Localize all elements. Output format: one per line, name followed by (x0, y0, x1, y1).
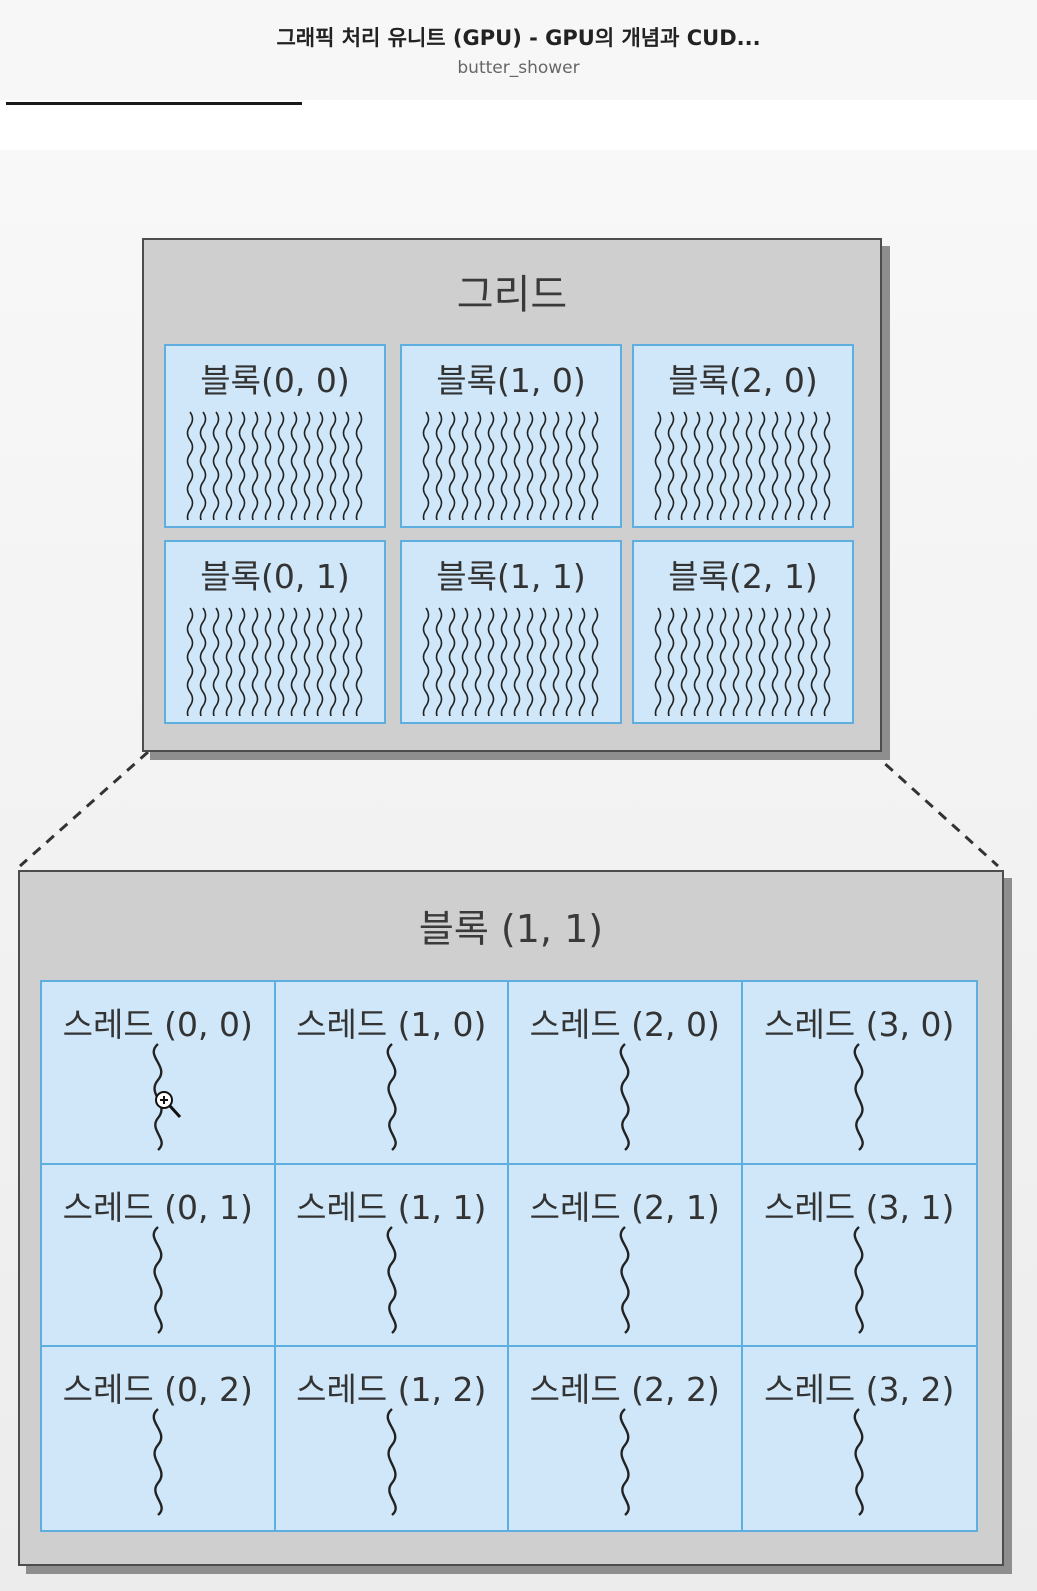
grid-block-cell: 블록(2, 1) (632, 540, 854, 724)
thread-cell: 스레드 (2, 0) (509, 982, 743, 1165)
grid-block-cell: 블록(1, 1) (400, 540, 622, 724)
thread-label: 스레드 (3, 1) (764, 1187, 955, 1227)
thread-label: 스레드 (1, 1) (296, 1187, 487, 1227)
thread-bundle-icon (186, 607, 363, 716)
wavy-thread-icon (853, 1408, 864, 1517)
thread-bundle-icon (422, 411, 599, 520)
thread-cell: 스레드 (3, 2) (743, 1347, 977, 1530)
grid-panel: 그리드 블록(0, 0) 블록(1, 0) 블록(2, 0) 블록(0, 1) 블록(1… (142, 238, 882, 752)
thread-cell: 스레드 (2, 1) (509, 1164, 743, 1348)
thread-bundle-icon (654, 607, 831, 716)
thread-label: 스레드 (2, 2) (529, 1370, 720, 1410)
thread-label: 스레드 (2, 1) (529, 1187, 720, 1227)
thread-label: 스레드 (3, 0) (764, 1005, 955, 1044)
thread-cell: 스레드 (2, 2) (509, 1347, 743, 1530)
block-label: 블록(0, 0) (200, 361, 350, 400)
grid-block-cell: 블록(0, 1) (164, 540, 386, 724)
grid-block-cell: 블록(1, 0) (400, 344, 622, 528)
wavy-thread-icon (152, 1408, 163, 1517)
thread-cell: 스레드 (3, 1) (742, 1165, 976, 1348)
block-label: 블록(0, 1) (200, 557, 350, 596)
thread-bundle-icon (186, 411, 363, 520)
page-header: 그래픽 처리 유니트 (GPU) - GPU의 개념과 CUD... butte… (0, 0, 1037, 100)
page-title: 그래픽 처리 유니트 (GPU) - GPU의 개념과 CUD... (276, 26, 761, 50)
block-title: 블록 (1, 1) (418, 907, 604, 951)
thread-bundle-icon (422, 607, 599, 716)
thread-label: 스레드 (1, 2) (296, 1370, 487, 1410)
grid-block-cell: 블록(2, 0) (632, 344, 854, 528)
thread-grid: 스레드 (0, 0) 스레드 (1, 0) 스레드 (2, 0) 스레드 (3, 0)… (40, 980, 978, 1532)
thread-cell: 스레드 (1, 0) (275, 982, 509, 1165)
thread-cell: 스레드 (0, 0) (42, 982, 276, 1165)
thread-label: 스레드 (0, 1) (62, 1187, 253, 1227)
wavy-thread-icon (619, 1225, 630, 1334)
thread-cell: 스레드 (3, 0) (742, 982, 976, 1165)
wavy-thread-icon (853, 1043, 864, 1151)
block-label: 블록(1, 1) (436, 557, 586, 596)
grid-title: 그리드 (456, 272, 568, 318)
block-label: 블록(2, 1) (668, 557, 818, 596)
thread-cell: 스레드 (0, 2) (42, 1347, 276, 1530)
grid-block-cell: 블록(0, 0) (164, 344, 386, 528)
wavy-thread-icon (386, 1225, 397, 1334)
block-label: 블록(2, 0) (668, 361, 818, 400)
wavy-thread-icon (386, 1408, 397, 1517)
zoom-in-cursor-icon (155, 1091, 182, 1119)
wavy-thread-icon (853, 1225, 864, 1334)
thread-cell: 스레드 (1, 1) (275, 1164, 509, 1348)
block-label: 블록(1, 0) (436, 361, 586, 400)
thread-cell: 스레드 (1, 2) (276, 1347, 509, 1530)
thread-label: 스레드 (2, 0) (529, 1005, 720, 1044)
thread-label: 스레드 (0, 2) (62, 1370, 253, 1410)
wavy-thread-icon (152, 1225, 163, 1334)
author-name[interactable]: butter_shower (457, 58, 580, 78)
thread-bundle-icon (654, 411, 831, 520)
thread-cell: 스레드 (0, 1) (42, 1164, 276, 1348)
thread-label: 스레드 (0, 0) (62, 1005, 253, 1044)
wavy-thread-icon (619, 1043, 630, 1151)
thread-label: 스레드 (1, 0) (296, 1005, 487, 1044)
block-panel: 블록 (1, 1) 스레드 (0, 0) 스레드 (1, 0) 스레드 (2, 0)… (18, 870, 1004, 1566)
wavy-thread-icon (619, 1408, 630, 1517)
progress-underline (6, 102, 302, 105)
thread-label: 스레드 (3, 2) (764, 1370, 955, 1410)
wavy-thread-icon (386, 1043, 397, 1151)
